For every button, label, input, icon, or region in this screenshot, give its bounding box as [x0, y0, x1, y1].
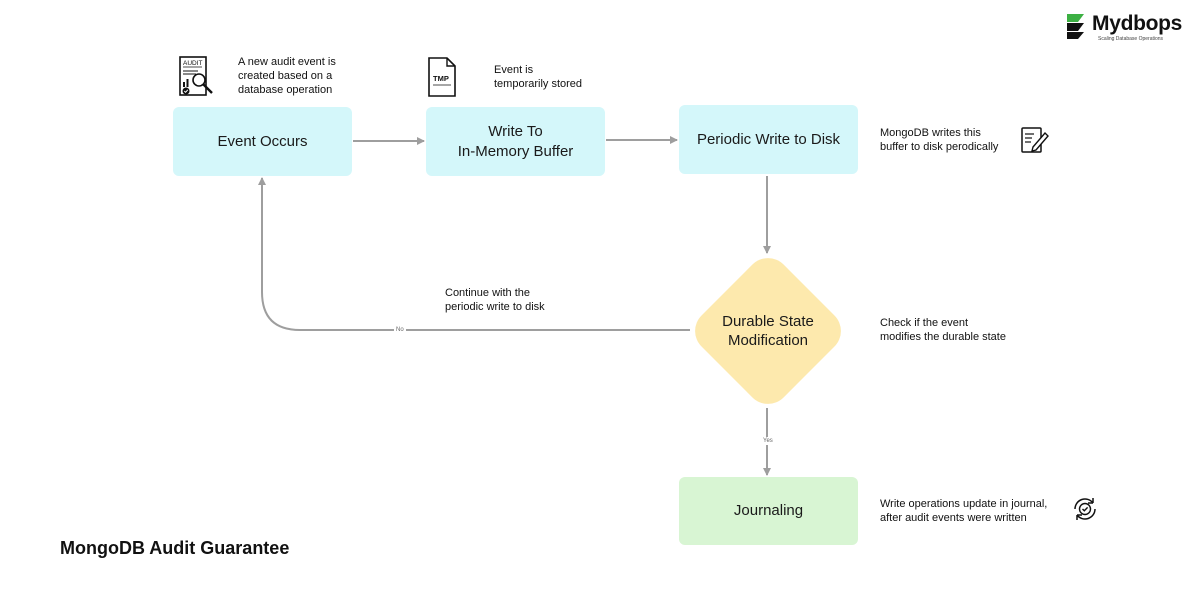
note-write-buffer: Event is temporarily stored — [494, 63, 582, 91]
note-line: Event is — [494, 64, 534, 76]
node-write-buffer-line1: Write To — [488, 122, 543, 140]
note-journaling: Write operations update in journal, afte… — [880, 497, 1047, 525]
tmp-file-icon: TMP — [428, 57, 456, 97]
note-loop-back: Continue with the periodic write to disk — [445, 286, 545, 314]
node-event-occurs: Event Occurs — [173, 107, 352, 176]
decision-line1: Durable State — [722, 313, 814, 330]
note-event-occurs: A new audit event is created based on a … — [238, 55, 336, 97]
node-journaling-label: Journaling — [733, 502, 804, 519]
note-line: buffer to disk perodically — [880, 141, 999, 153]
note-periodic-write: MongoDB writes this buffer to disk perod… — [880, 126, 998, 154]
edge-label-yes: Yes — [761, 437, 775, 445]
node-write-buffer-line2: In-Memory Buffer — [457, 142, 574, 160]
audit-report-icon: AUDIT — [179, 56, 213, 96]
note-line: modifies the durable state — [880, 331, 1006, 343]
note-line: after audit events were written — [880, 512, 1027, 524]
audit-icon-text: AUDIT — [183, 60, 203, 67]
node-durable-state-decision: Durable State Modification — [685, 248, 851, 414]
node-periodic-write-label: Periodic Write to Disk — [696, 130, 841, 148]
note-line: Continue with the — [445, 287, 530, 299]
note-line: database operation — [238, 84, 333, 96]
decision-line2: Modification — [727, 332, 809, 349]
node-event-occurs-label: Event Occurs — [217, 132, 308, 150]
sync-check-icon — [1074, 498, 1096, 520]
node-journaling: Journaling — [679, 477, 858, 545]
brand-logo: Mydbops Scaling Database Operations — [1064, 10, 1190, 46]
note-line: Write operations update in journal, — [880, 498, 1048, 510]
note-line: Check if the event — [880, 317, 969, 329]
brand-tagline: Scaling Database Operations — [1098, 36, 1164, 42]
page-title: MongoDB Audit Guarantee — [60, 538, 290, 558]
note-durable-state: Check if the event modifies the durable … — [880, 316, 1006, 344]
node-write-buffer: Write To In-Memory Buffer — [426, 107, 605, 176]
edge-label-no: No — [394, 326, 406, 334]
note-line: MongoDB writes this — [880, 127, 981, 139]
node-periodic-write: Periodic Write to Disk — [679, 105, 858, 174]
note-line: periodic write to disk — [445, 301, 545, 313]
tmp-icon-text: TMP — [433, 74, 449, 83]
note-line: temporarily stored — [494, 78, 583, 90]
note-line: created based on a — [238, 70, 333, 82]
decision-text: Durable State Modification — [686, 251, 850, 411]
mydbops-logo-icon — [1067, 14, 1084, 39]
brand-name: Mydbops — [1092, 12, 1183, 35]
note-line: A new audit event is — [238, 56, 336, 68]
edit-document-icon — [1021, 127, 1049, 153]
edge-decision-no-loop — [258, 177, 690, 331]
